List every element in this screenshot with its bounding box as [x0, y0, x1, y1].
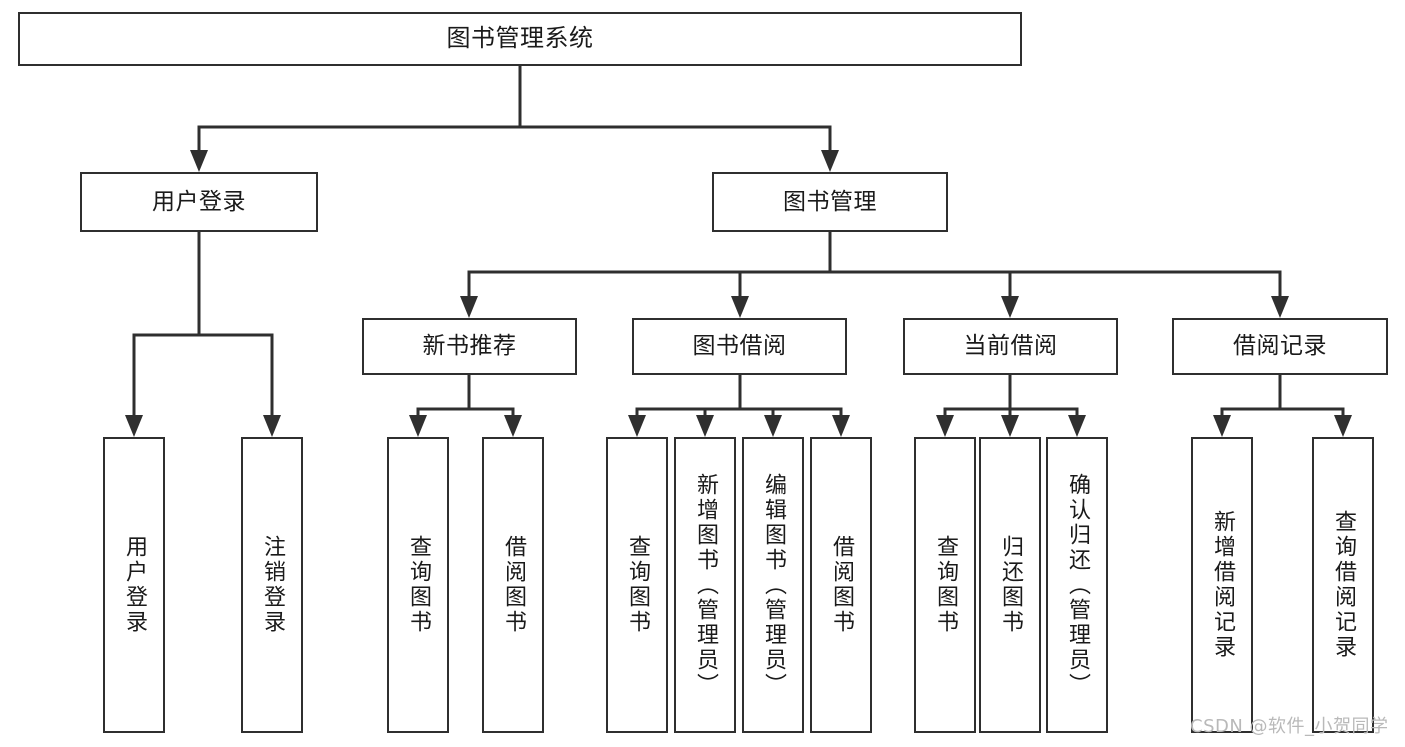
node-leaf-edit-book[interactable]: 编辑图书（管理员） [742, 437, 804, 733]
node-label: 新书推荐 [422, 333, 517, 360]
node-label: 用户登录 [152, 188, 246, 215]
node-label: 注销登录 [260, 535, 285, 635]
node-borrow-record[interactable]: 借阅记录 [1172, 318, 1388, 375]
node-label: 新增借阅记录 [1210, 510, 1235, 660]
node-leaf-logout[interactable]: 注销登录 [241, 437, 303, 733]
node-label: 查询图书 [625, 535, 650, 635]
node-current-borrow[interactable]: 当前借阅 [903, 318, 1118, 375]
node-label: 归还图书 [998, 535, 1023, 635]
node-book-manage[interactable]: 图书管理 [712, 172, 948, 232]
arrowhead-borrow-to-leaves-1 [696, 415, 714, 437]
arrowhead-login-to-leaves-1 [263, 415, 281, 437]
arrowhead-rec-to-leaves-0 [409, 415, 427, 437]
arrowhead-borrow-to-leaves-3 [832, 415, 850, 437]
node-book-borrow[interactable]: 图书借阅 [632, 318, 847, 375]
arrowhead-root-to-level1-1 [821, 150, 839, 172]
node-leaf-borrow-book-rec[interactable]: 借阅图书 [482, 437, 544, 733]
node-label: 图书管理系统 [446, 24, 594, 53]
node-label: 查询图书 [406, 535, 431, 635]
arrowhead-cur-to-leaves-2 [1068, 415, 1086, 437]
node-leaf-borrow-book[interactable]: 借阅图书 [810, 437, 872, 733]
node-leaf-add-book[interactable]: 新增图书（管理员） [674, 437, 736, 733]
arrowhead-login-to-leaves-0 [125, 415, 143, 437]
node-leaf-query-record[interactable]: 查询借阅记录 [1312, 437, 1374, 733]
csdn-watermark: CSDN @软件_小贺同学 [1190, 716, 1389, 737]
arrowhead-manage-to-level2-3 [1271, 296, 1289, 318]
node-user-login[interactable]: 用户登录 [80, 172, 318, 232]
node-label: 查询借阅记录 [1331, 510, 1356, 660]
node-leaf-add-record[interactable]: 新增借阅记录 [1191, 437, 1253, 733]
node-label: 图书管理 [783, 188, 877, 215]
node-label: 查询图书 [933, 535, 958, 635]
arrowhead-manage-to-level2-2 [1001, 296, 1019, 318]
arrowhead-record-to-leaves-1 [1334, 415, 1352, 437]
arrowhead-manage-to-level2-0 [460, 296, 478, 318]
node-leaf-query-book[interactable]: 查询图书 [606, 437, 668, 733]
node-leaf-confirm-return[interactable]: 确认归还（管理员） [1046, 437, 1108, 733]
node-label: 编辑图书（管理员） [761, 472, 786, 698]
arrowhead-borrow-to-leaves-2 [764, 415, 782, 437]
node-label: 当前借阅 [963, 333, 1058, 360]
arrowhead-borrow-to-leaves-0 [628, 415, 646, 437]
node-new-book-rec[interactable]: 新书推荐 [362, 318, 577, 375]
arrowhead-root-to-level1-0 [190, 150, 208, 172]
arrowhead-cur-to-leaves-1 [1001, 415, 1019, 437]
node-leaf-query-cur[interactable]: 查询图书 [914, 437, 976, 733]
node-label: 借阅图书 [829, 535, 854, 635]
node-leaf-return-book[interactable]: 归还图书 [979, 437, 1041, 733]
node-root[interactable]: 图书管理系统 [18, 12, 1022, 66]
node-leaf-user-login[interactable]: 用户登录 [103, 437, 165, 733]
arrowhead-cur-to-leaves-0 [936, 415, 954, 437]
node-label: 用户登录 [122, 535, 147, 635]
arrowhead-record-to-leaves-0 [1213, 415, 1231, 437]
node-label: 确认归还（管理员） [1065, 472, 1090, 698]
node-label: 新增图书（管理员） [693, 472, 718, 698]
node-leaf-query-book-rec[interactable]: 查询图书 [387, 437, 449, 733]
node-label: 借阅图书 [501, 535, 526, 635]
arrowhead-manage-to-level2-1 [731, 296, 749, 318]
node-label: 图书借阅 [692, 333, 787, 360]
node-label: 借阅记录 [1233, 333, 1327, 360]
arrowhead-rec-to-leaves-1 [504, 415, 522, 437]
